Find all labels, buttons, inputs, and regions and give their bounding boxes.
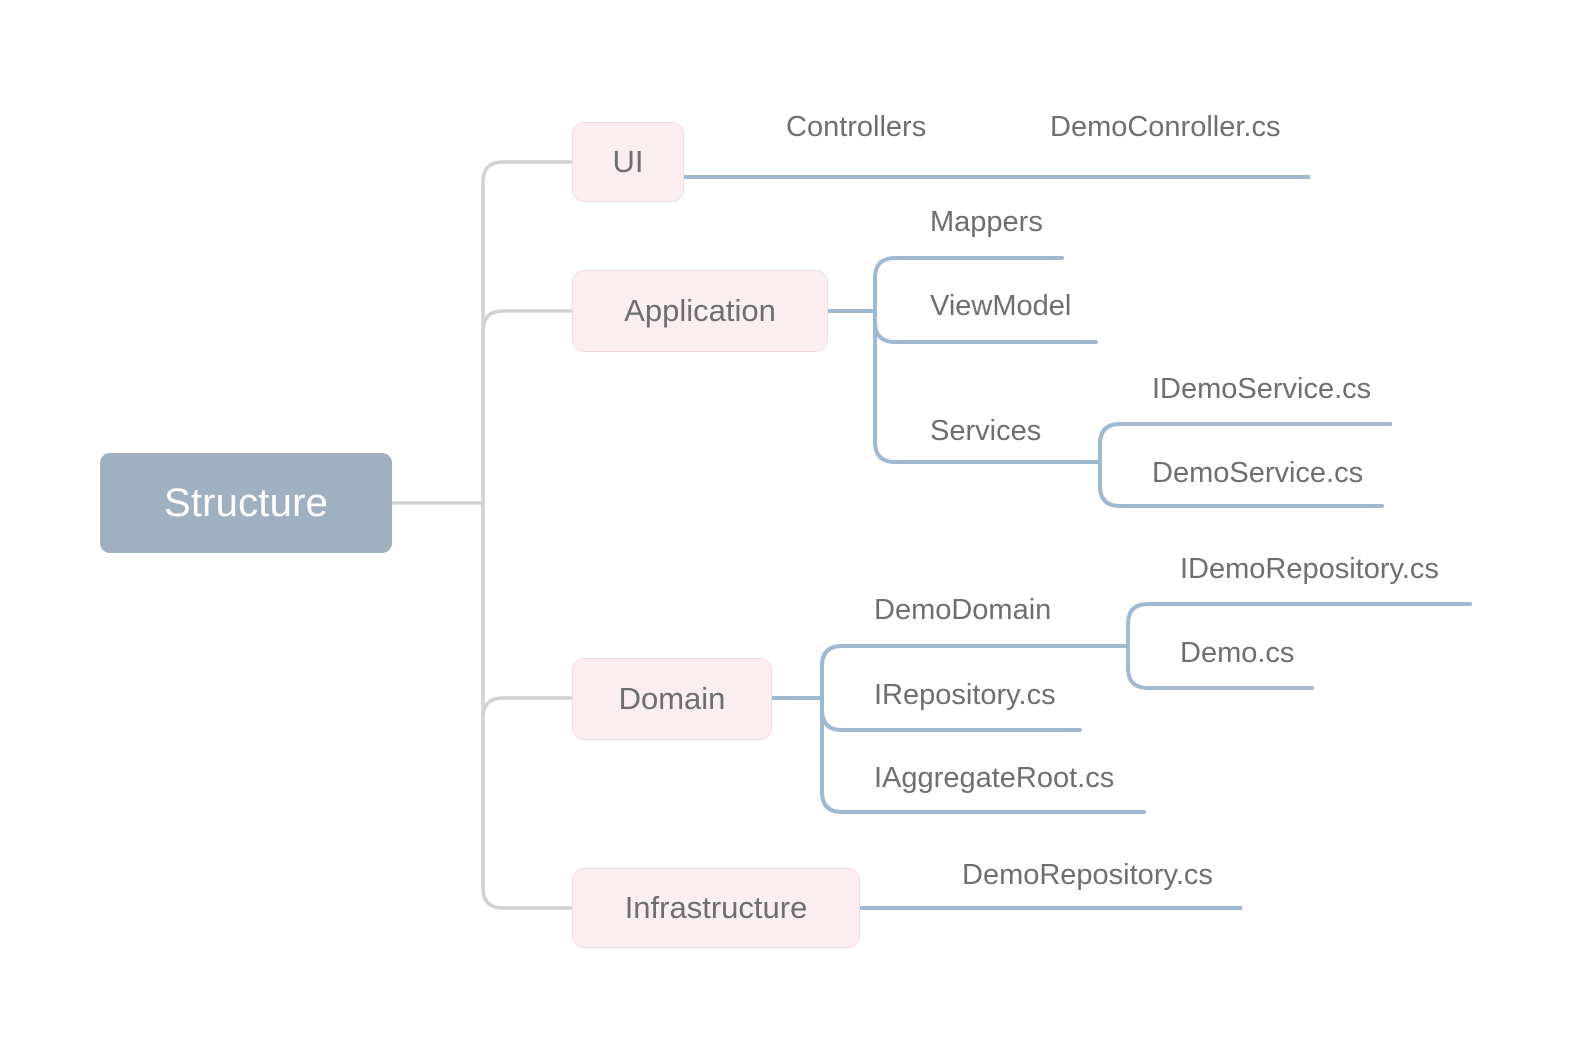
root-spine (481, 160, 574, 910)
leaf-label-services[interactable]: Services (930, 415, 1042, 447)
leaf-label-demodomain[interactable]: DemoDomain (874, 594, 1052, 626)
leaf-label-iaggregateroot[interactable]: IAggregateRoot.cs (874, 762, 1115, 794)
branch-node-ui-label: UI (612, 144, 644, 179)
leaf-label-demo-cs[interactable]: Demo.cs (1180, 637, 1295, 669)
root-edge-domain (481, 696, 574, 720)
leaf-label-irepository[interactable]: IRepository.cs (874, 679, 1056, 711)
branch-node-domain[interactable]: Domain (572, 658, 772, 740)
edge-domain-irepository (820, 708, 1082, 732)
branch-node-application[interactable]: Application (572, 270, 828, 352)
branch-node-domain-label: Domain (618, 681, 726, 716)
leaf-label-controllers[interactable]: Controllers (786, 111, 927, 143)
leaf-label-demorepository[interactable]: DemoRepository.cs (962, 859, 1213, 891)
leaf-label-demoservice[interactable]: DemoService.cs (1152, 457, 1364, 489)
root-node-structure[interactable]: Structure (100, 453, 392, 553)
branch-node-application-label: Application (624, 293, 776, 328)
branch-node-infrastructure[interactable]: Infrastructure (572, 868, 860, 948)
leaf-label-mappers[interactable]: Mappers (930, 206, 1043, 238)
branch-node-infrastructure-label: Infrastructure (624, 890, 808, 925)
leaf-label-viewmodel[interactable]: ViewModel (930, 290, 1072, 322)
leaf-label-demo-controller[interactable]: DemoConroller.cs (1050, 111, 1281, 143)
leaf-label-idemoservice[interactable]: IDemoService.cs (1152, 373, 1372, 405)
leaf-label-idemorepository[interactable]: IDemoRepository.cs (1180, 553, 1439, 585)
branch-node-ui[interactable]: UI (572, 122, 684, 202)
root-edge-application (481, 309, 574, 333)
edge-application-viewmodel (873, 320, 1098, 344)
root-node-label: Structure (163, 480, 329, 525)
